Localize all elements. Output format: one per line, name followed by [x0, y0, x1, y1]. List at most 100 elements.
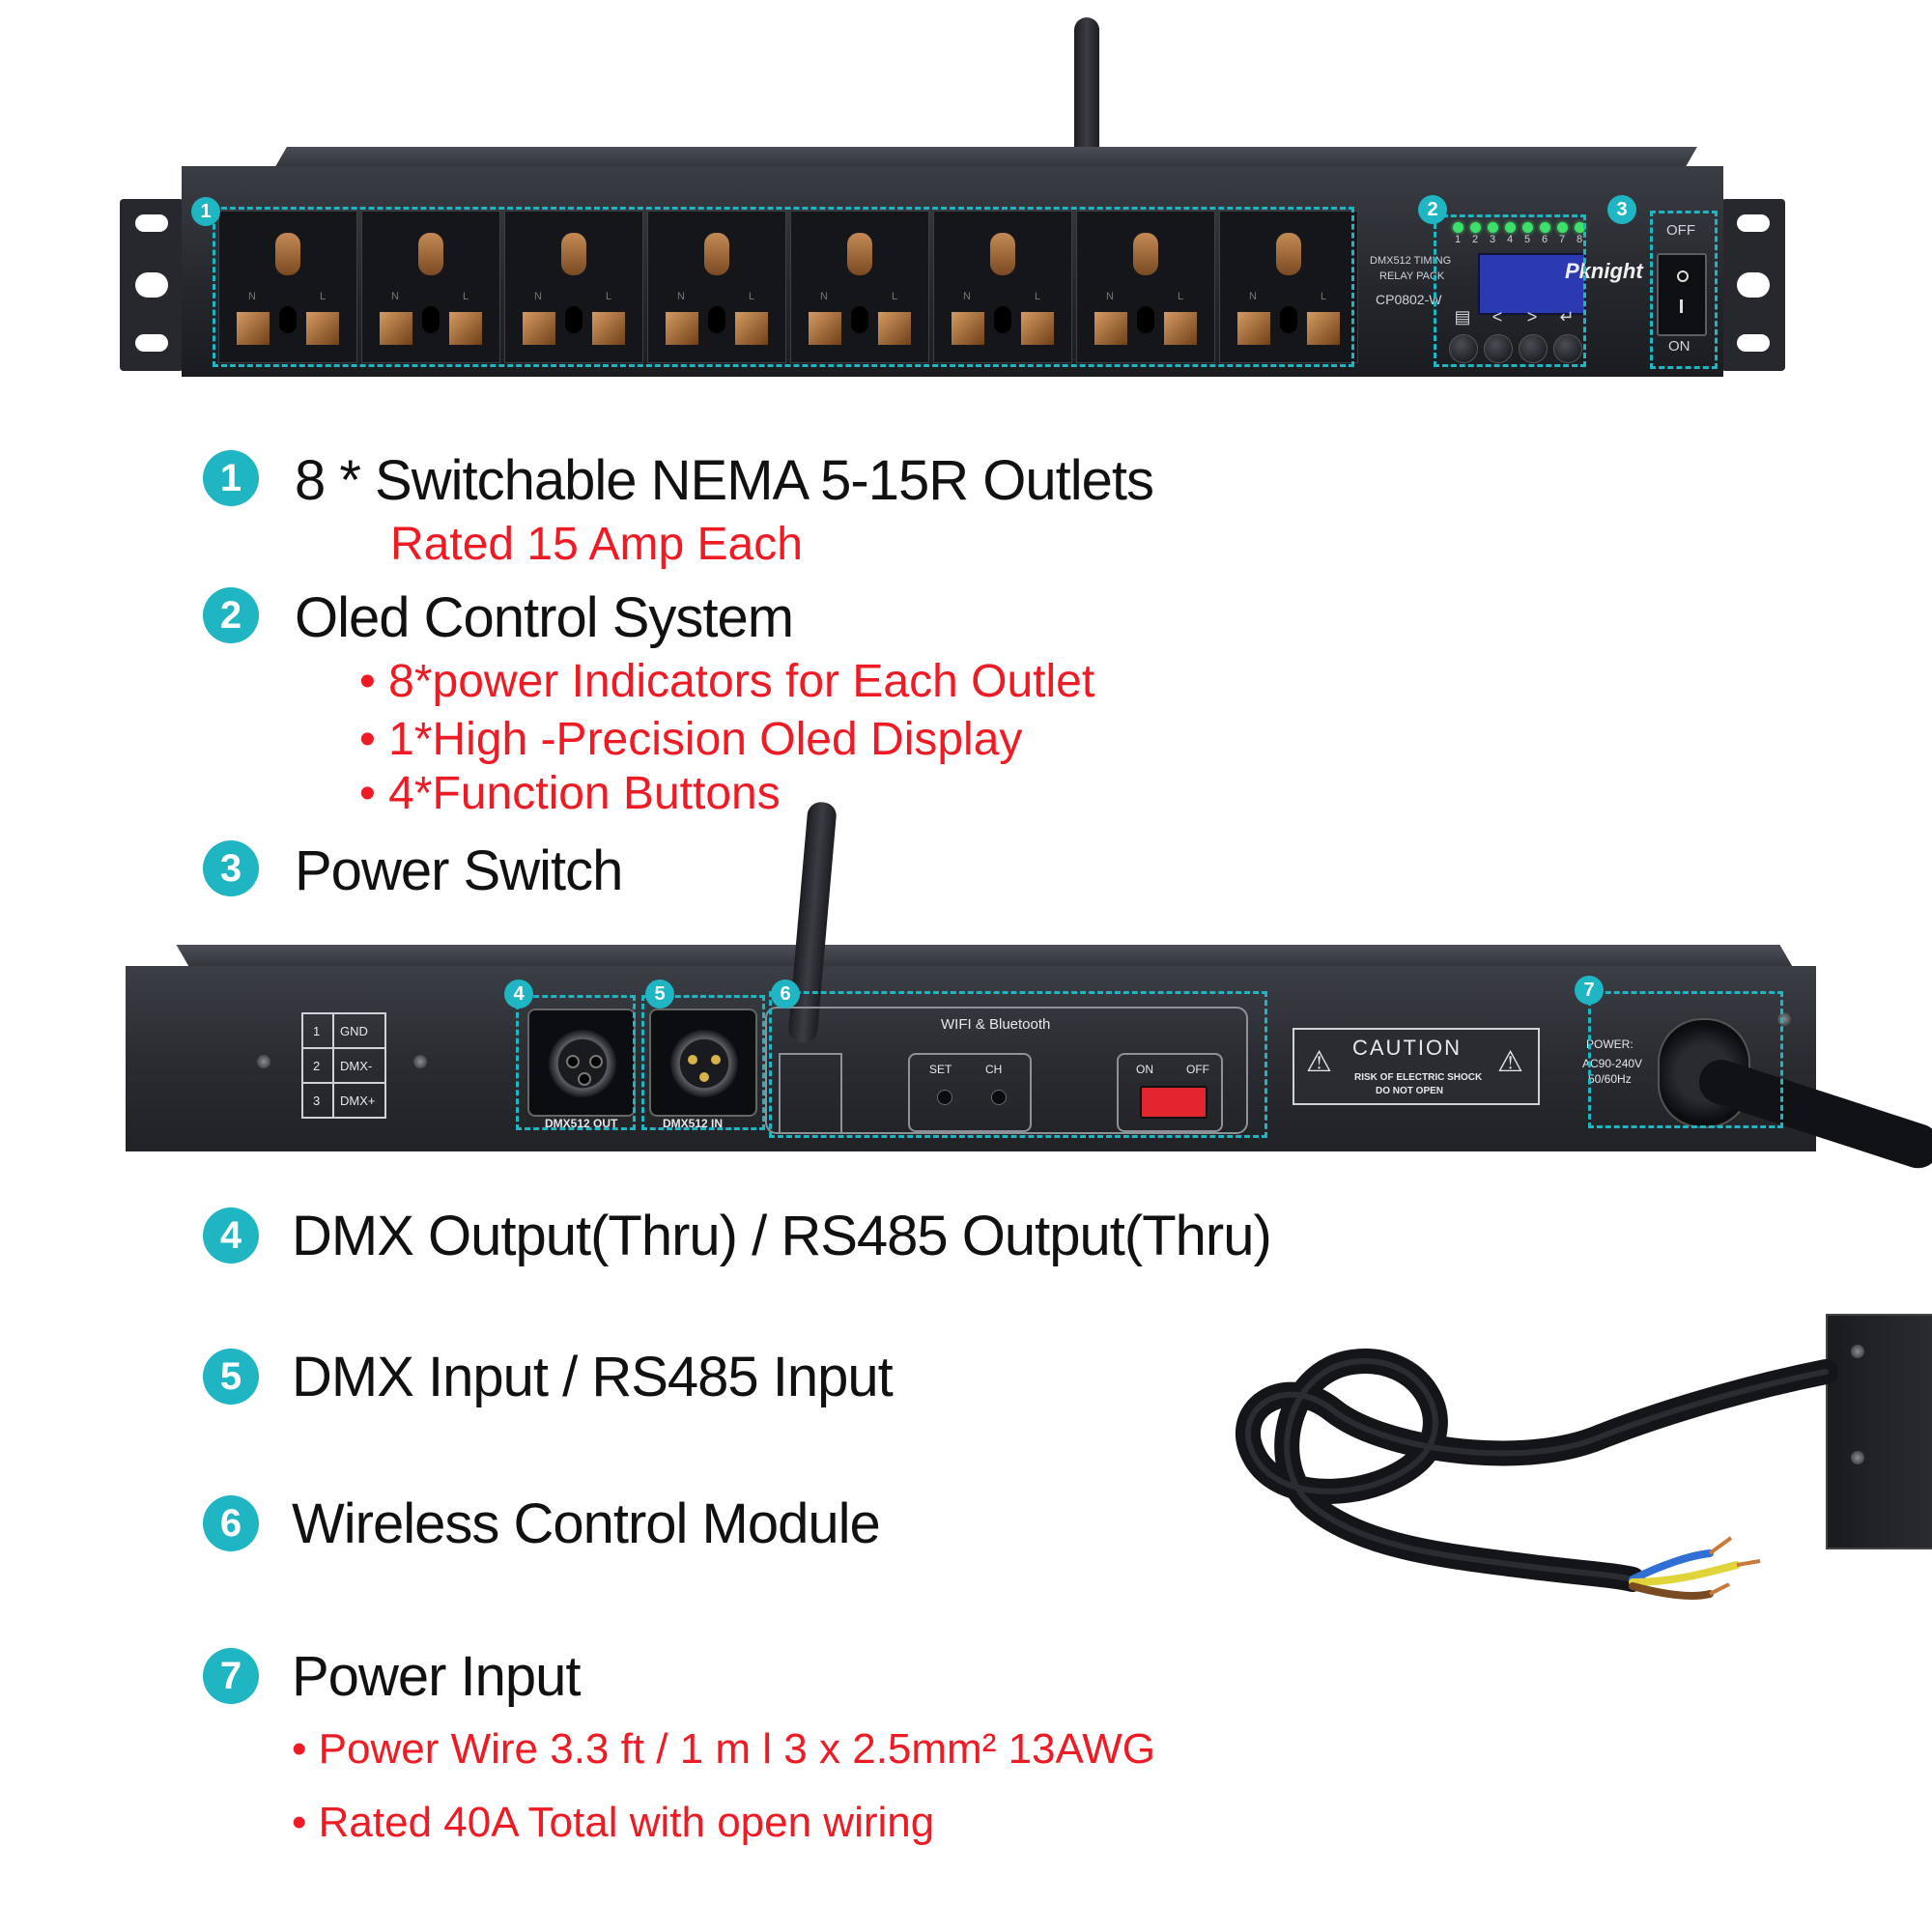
dmx-out-label: DMX512 OUT	[545, 1117, 618, 1130]
wireless-module-frame	[765, 1007, 1248, 1134]
feature-detail-7-2: • Rated 40A Total with open wiring	[292, 1799, 935, 1846]
indicator-led-6	[1540, 222, 1550, 233]
feature-detail-7-1: • Power Wire 3.3 ft / 1 m l 3 x 2.5mm² 1…	[292, 1725, 1155, 1773]
dmx-in-label: DMX512 IN	[663, 1117, 724, 1130]
wifi-bluetooth-label: WIFI & Bluetooth	[941, 1016, 1051, 1033]
front-power-switch[interactable]	[1657, 253, 1707, 336]
chevron-left-icon: <	[1492, 307, 1503, 327]
wireless-switch-panel	[1117, 1053, 1223, 1132]
dmx-out-callout-box	[516, 995, 636, 1130]
feature-title-3: Power Switch	[295, 839, 623, 902]
indicator-number: 4	[1506, 234, 1514, 245]
caution-line-1: RISK OF ELECTRIC SHOCK	[1354, 1072, 1483, 1083]
caution-label	[1293, 1028, 1540, 1105]
caution-right-icon: ⚠	[1497, 1046, 1523, 1078]
callout-badge-3: 3	[1607, 195, 1636, 224]
outlets-callout-box	[213, 207, 1354, 367]
menu-icon: ▤	[1454, 307, 1471, 327]
indicator-led-4	[1505, 222, 1516, 233]
callout-badge-5: 5	[645, 980, 674, 1009]
switch-callout-box	[1650, 211, 1718, 369]
feature-number-3: 3	[203, 840, 259, 896]
feature-number-2: 2	[203, 587, 259, 643]
dmx-in-connector[interactable]	[649, 1009, 757, 1117]
enter-button[interactable]	[1553, 334, 1582, 363]
model-line-3: CP0802-W	[1376, 292, 1442, 307]
ch-button[interactable]	[991, 1090, 1007, 1105]
feature-number-5: 5	[203, 1349, 259, 1405]
feature-title-5: DMX Input / RS485 Input	[292, 1346, 894, 1408]
chevron-right-icon: >	[1526, 307, 1538, 327]
feature-number-7: 7	[203, 1648, 259, 1704]
screw	[413, 1055, 427, 1068]
model-line-1: DMX512 TIMING	[1370, 255, 1452, 267]
set-label: SET	[929, 1063, 952, 1076]
indicator-led-5	[1522, 222, 1533, 233]
feature-title-6: Wireless Control Module	[292, 1492, 881, 1555]
model-line-2: RELAY PACK	[1379, 270, 1445, 282]
indicator-number: 6	[1541, 234, 1548, 245]
indicator-led-2	[1470, 222, 1481, 233]
feature-title-2: Oled Control System	[295, 586, 794, 649]
feature-number-1: 1	[203, 450, 259, 506]
power-line-2: AC90-240V	[1582, 1057, 1643, 1070]
pinout-table	[301, 1012, 386, 1119]
wireless-power-switch[interactable]	[1140, 1086, 1208, 1119]
power-input-callout-box	[1588, 991, 1783, 1128]
pin-number: 1	[313, 1024, 321, 1038]
wireless-callout-box	[769, 991, 1267, 1138]
indicator-number: 5	[1523, 234, 1531, 245]
set-button[interactable]	[937, 1090, 952, 1105]
callout-badge-1: 1	[191, 197, 220, 226]
indicator-number: 1	[1454, 234, 1462, 245]
pin-number: 3	[313, 1094, 321, 1108]
indicator-number: 8	[1576, 234, 1583, 245]
feature-title-7: Power Input	[292, 1645, 582, 1708]
dmx-out-connector[interactable]	[527, 1009, 636, 1117]
left-rack-ear	[120, 199, 184, 371]
indicator-led-7	[1557, 222, 1568, 233]
feature-detail-2-2: • 1*High -Precision Oled Display	[359, 714, 1023, 765]
brand-logo: Pknight	[1565, 259, 1643, 283]
switch-off-label: OFF	[1666, 222, 1695, 239]
callout-badge-6: 6	[771, 980, 800, 1009]
pin-label: DMX+	[340, 1094, 376, 1108]
pin-label: DMX-	[340, 1059, 373, 1073]
menu-button[interactable]	[1449, 334, 1478, 363]
switch-on-label: ON	[1668, 338, 1690, 355]
left-button[interactable]	[1484, 334, 1513, 363]
feature-detail-2-3: • 4*Function Buttons	[359, 768, 781, 819]
indicator-led-1	[1453, 222, 1463, 233]
indicator-number: 3	[1489, 234, 1496, 245]
caution-left-icon: ⚠	[1306, 1046, 1332, 1078]
power-line-3: 50/60Hz	[1588, 1072, 1632, 1086]
callout-badge-4: 4	[504, 980, 533, 1009]
wireless-on-label: ON	[1136, 1063, 1153, 1076]
caution-line-2: DO NOT OPEN	[1376, 1086, 1444, 1096]
ch-label: CH	[985, 1063, 1003, 1076]
coiled-power-cable	[1236, 1349, 1838, 1600]
oled-callout-box	[1434, 214, 1586, 367]
dmx-in-callout-box	[641, 995, 765, 1130]
set-ch-panel	[908, 1053, 1032, 1132]
feature-title-4: DMX Output(Thru) / RS485 Output(Thru)	[292, 1205, 1272, 1267]
wireless-off-label: OFF	[1186, 1063, 1209, 1076]
front-antenna	[1074, 17, 1099, 172]
indicator-led-3	[1488, 222, 1498, 233]
antenna-mount	[779, 1053, 842, 1134]
enter-icon: ↵	[1559, 307, 1575, 327]
feature-detail-1-1: Rated 15 Amp Each	[390, 519, 803, 570]
right-button[interactable]	[1519, 334, 1548, 363]
cable-unit-corner	[1826, 1314, 1932, 1549]
indicator-number: 2	[1471, 234, 1479, 245]
feature-number-6: 6	[203, 1495, 259, 1551]
indicator-led-8	[1575, 222, 1585, 233]
feature-title-1: 8 * Switchable NEMA 5-15R Outlets	[295, 449, 1154, 512]
caution-title: CAUTION	[1352, 1036, 1462, 1060]
